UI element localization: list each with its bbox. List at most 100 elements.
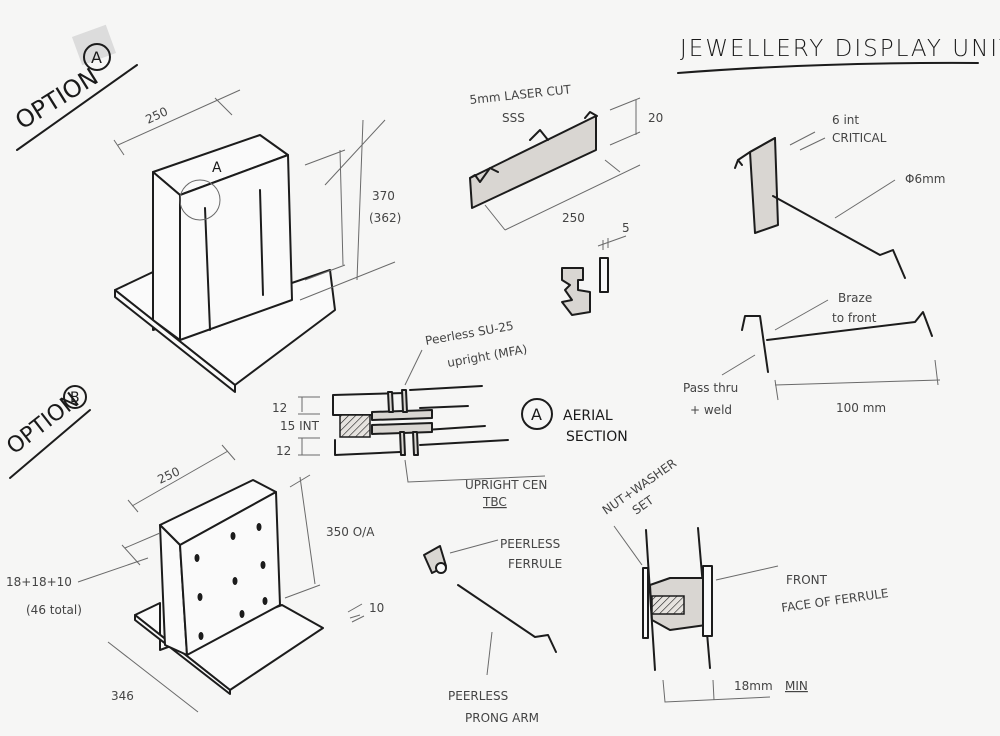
dim-height-internal-a-label: (362): [369, 211, 401, 225]
hook-side-drawing: Braze to front Pass thru + weld 100 mm: [683, 291, 941, 417]
section-hatch: [339, 414, 371, 438]
prong-arm-label-2: PRONG ARM: [465, 711, 539, 725]
section-upright-flanges: [371, 409, 433, 435]
hook-length-dim: [721, 354, 941, 401]
section-marker-circle: [521, 398, 553, 430]
washer: [642, 567, 649, 639]
bracket-thickness-dim: [597, 235, 627, 250]
option-b-height-label: 350 O/A: [326, 525, 375, 539]
dim-height-a: [299, 119, 396, 301]
bracket-profile: [561, 267, 591, 316]
aerial-section-drawing: Peerless SU-25 upright (MFA) 12 15 INT 1…: [272, 319, 628, 509]
front-face-arrow: [715, 565, 779, 581]
hook-side-rod: [766, 311, 933, 341]
hook-diameter-arrow: [834, 179, 896, 219]
pass-thru-label: Pass thru: [683, 381, 738, 395]
front-face-label: FRONT: [786, 573, 828, 587]
option-b-front: [179, 491, 281, 656]
hook-length-label: 100 mm: [836, 401, 886, 415]
laser-cut-material: SSS: [502, 111, 525, 125]
option-b-underline: [9, 409, 91, 479]
fixing-detail-drawing: NUT+WASHER SET FRONT FACE OF FERRULE 18m…: [600, 456, 889, 703]
hook-side-upright: [741, 315, 769, 373]
option-b-depth-label: 18+18+10: [6, 575, 72, 589]
hook-rod: [772, 195, 906, 279]
option-a-badge: A: [91, 48, 102, 67]
ferrule-label: PEERLESS: [500, 537, 560, 551]
ferrule-face: [702, 565, 713, 637]
ferrule-arrow: [449, 539, 499, 554]
option-b-dims: [77, 444, 365, 713]
gap-label: 18mm: [734, 679, 773, 693]
option-a-circle: [83, 43, 111, 71]
upright-label-2: upright (MFA): [446, 342, 528, 370]
section-marker-a: A: [212, 160, 222, 176]
bracket-thickness-label: 5: [622, 221, 630, 235]
option-b-unit-drawing: 250 350 O/A 18+18+10 (46 total) 10 346: [6, 444, 384, 713]
section-upright-webs: [387, 389, 419, 456]
prong-arrow: [486, 631, 493, 676]
option-b-base-depth-label: 346: [111, 689, 134, 703]
option-b-depth-total: (46 total): [26, 603, 82, 617]
option-a-slots: [204, 189, 264, 331]
hook-int-dim: [789, 131, 826, 151]
upright-label: Peerless SU-25: [424, 319, 515, 348]
section-dim-top: 12: [272, 401, 287, 415]
ferrule-end: [435, 562, 447, 574]
hook-int-label: 6 int: [832, 113, 859, 127]
option-b-width-label: 250: [155, 464, 182, 486]
option-b-base-edge: [134, 614, 231, 695]
option-a-underline: [16, 64, 138, 151]
section-dim-mid: 15 INT: [280, 419, 320, 433]
title-underline: [677, 61, 979, 74]
section-title: AERIAL: [563, 408, 613, 424]
section-dim-bottom: 12: [276, 444, 291, 458]
braze-label-2: to front: [832, 311, 877, 325]
section-marker: A: [531, 405, 542, 424]
section-panels: [332, 385, 509, 456]
bracket-profile-lip: [599, 257, 609, 293]
title-block: JEWELLERY DISPLAY UNIT: [677, 36, 1000, 74]
ferrule-label-2: FERRULE: [508, 557, 562, 571]
braze-arrow: [774, 299, 829, 331]
detail-circle: [179, 179, 221, 221]
option-a-base-edge: [114, 289, 236, 393]
hook-critical-label: CRITICAL: [832, 131, 887, 145]
dim-width-a: [113, 89, 241, 156]
bracket-dims: [484, 97, 641, 231]
option-b-heading: OPTION B: [2, 385, 91, 479]
sheet-title: JEWELLERY DISPLAY UNIT: [680, 36, 1000, 62]
weld-label: + weld: [690, 403, 732, 417]
prong-arm: [457, 584, 557, 653]
hook-diameter-label: Φ6mm: [905, 172, 945, 186]
section-title-2: SECTION: [566, 429, 628, 445]
option-b-base-thickness-label: 10: [369, 601, 384, 615]
ferrule-thread-hatch: [651, 595, 685, 615]
bracket-body: [469, 115, 597, 209]
dim-height-a-label: 370: [372, 189, 395, 203]
hook-plate: [749, 137, 779, 234]
braze-label: Braze: [838, 291, 872, 305]
bracket-length-label: 250: [562, 211, 585, 225]
option-b-badge: B: [70, 390, 80, 406]
option-b-circle: [63, 385, 87, 409]
prong-arm-label: PEERLESS: [448, 689, 508, 703]
option-a-side: [152, 171, 181, 341]
ferrule-drawing: PEERLESS FERRULE PEERLESS PRONG ARM: [423, 537, 562, 725]
option-a-heading: OPTION A: [10, 24, 138, 151]
laser-cut-bracket-drawing: 5mm LASER CUT SSS 20 250 5: [469, 82, 663, 316]
upright-centre-label: UPRIGHT CEN: [465, 478, 547, 492]
gap-dim: [662, 679, 771, 703]
laser-cut-label: 5mm LASER CUT: [469, 82, 572, 107]
bracket-tabs: [469, 111, 598, 183]
bracket-height-label: 20: [648, 111, 663, 125]
option-a-unit-drawing: A 250 370 (362): [113, 89, 401, 393]
upright-centre-tbc: TBC: [482, 495, 507, 509]
front-face-label-2: FACE OF FERRULE: [780, 586, 889, 615]
section-dims: [298, 396, 546, 483]
option-b-holes: [194, 523, 268, 640]
nut-arrow: [613, 525, 643, 566]
gap-min-label: MIN: [785, 679, 808, 693]
hook-plate-lip: [734, 137, 776, 169]
